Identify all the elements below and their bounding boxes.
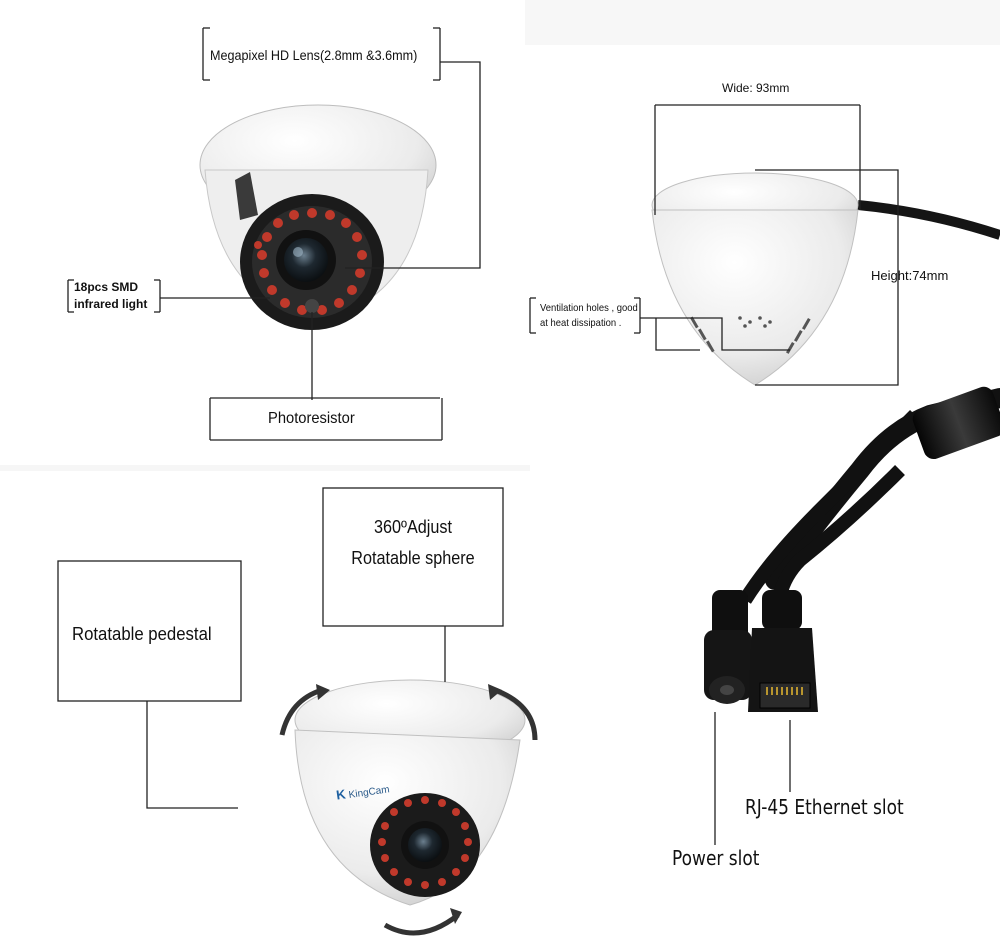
ir-leds bbox=[254, 208, 367, 315]
infrared-label-line2: infrared light bbox=[74, 297, 148, 311]
pedestal-label: Rotatable pedestal bbox=[72, 624, 212, 644]
adjust-label: 360ºAdjust Rotatable sphere bbox=[332, 486, 494, 574]
width-label: Wide: 93mm bbox=[722, 81, 790, 95]
ventilation-label-line1: Ventilation holes , good bbox=[540, 302, 638, 314]
callout-boxes bbox=[57, 487, 504, 702]
adjust-label-line1: 360ºAdjust bbox=[374, 517, 452, 537]
rj45-connector bbox=[762, 590, 802, 630]
power-label: Power slot bbox=[672, 846, 760, 870]
power-connector bbox=[712, 590, 748, 640]
panel-seam bbox=[0, 465, 530, 471]
infrared-label: 18pcs SMD infrared light bbox=[74, 279, 147, 313]
cable-splitter bbox=[912, 386, 1000, 460]
front-view-camera bbox=[199, 104, 437, 330]
ir-leds-bottom bbox=[378, 796, 472, 889]
ventilation-label-line2: at heat dissipation . bbox=[540, 317, 622, 329]
photoresistor bbox=[305, 299, 319, 313]
pedestal-box bbox=[57, 560, 242, 702]
ventilation-holes bbox=[690, 316, 811, 354]
top-right-panel-strip bbox=[525, 0, 1000, 45]
callout-lines-side bbox=[529, 104, 899, 386]
rj45-label: RJ-45 Ethernet slot bbox=[745, 795, 904, 819]
infrared-label-line1: 18pcs SMD bbox=[74, 280, 139, 294]
mount-slot bbox=[235, 172, 258, 220]
adjust-label-line2: Rotatable sphere bbox=[351, 548, 475, 568]
lens bbox=[284, 238, 328, 282]
adjust-box bbox=[322, 487, 504, 627]
ventilation-label: Ventilation holes , good at heat dissipa… bbox=[540, 301, 638, 331]
height-label: Height:74mm bbox=[871, 268, 949, 283]
lens-label: Megapixel HD Lens(2.8mm &3.6mm) bbox=[210, 47, 418, 63]
photoresistor-label: Photoresistor bbox=[268, 410, 355, 427]
rotate-arrow-bottom bbox=[383, 913, 460, 936]
brand-mark: K bbox=[335, 786, 347, 803]
cable-assembly bbox=[704, 386, 1000, 712]
side-view-camera bbox=[651, 172, 1000, 386]
callout-lines-front bbox=[67, 27, 481, 441]
cable-side bbox=[857, 200, 1000, 240]
rotate-arrow-left bbox=[279, 687, 323, 736]
rotatable-camera bbox=[279, 679, 538, 936]
rotate-arrow-right bbox=[494, 687, 538, 741]
